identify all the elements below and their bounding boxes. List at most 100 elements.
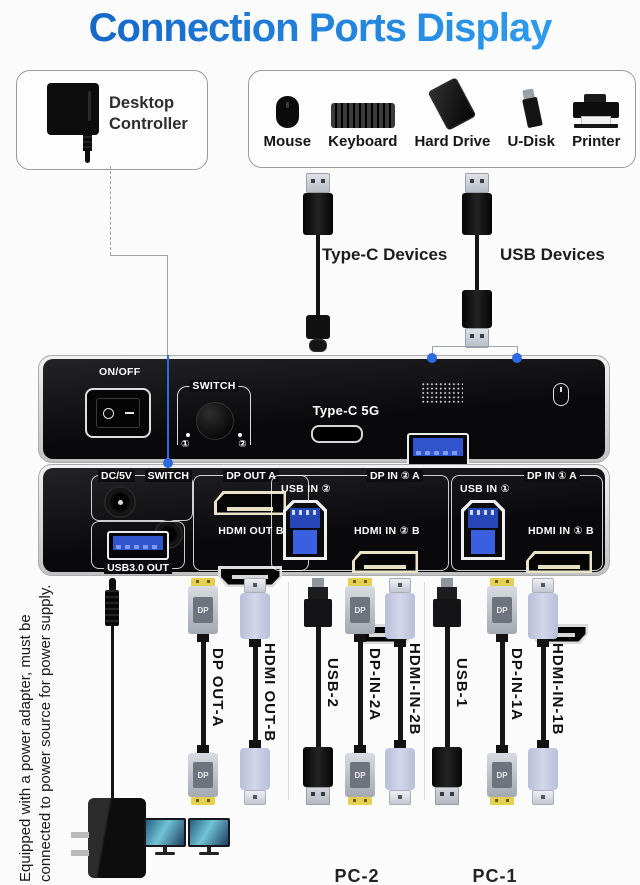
peripheral-keyboard: Keyboard <box>328 88 397 150</box>
back-panel: DC/5V SWITCH USB3.0 OUT DP OUT A HDMI OU… <box>38 464 610 644</box>
hdmi-plug-body <box>240 593 270 639</box>
hdmi-in-1b-label: HDMI IN ① B <box>528 525 594 537</box>
mouse-label: Mouse <box>263 133 312 150</box>
cable-label-hdmi-out-b: HDMI OUT-B <box>261 643 278 743</box>
dc-plug-tip-icon <box>108 578 116 590</box>
usb-a-plug-icon <box>306 173 330 193</box>
usb-b-plug-tip-icon <box>312 578 324 587</box>
hdmi-plug-body <box>385 748 415 790</box>
cable-divider <box>424 582 425 800</box>
page-title: Connection Ports Display <box>0 6 640 51</box>
usb-b-plug-body <box>433 599 461 627</box>
indicator-dot-2 <box>238 433 242 437</box>
dp-plug-body: DP <box>487 586 517 634</box>
hdmi-plug-body <box>385 593 415 639</box>
keyboard-label: Keyboard <box>328 133 398 150</box>
cable-usb-2 <box>300 578 336 805</box>
usb-a-plug-body <box>432 747 462 787</box>
switch-label: SWITCH <box>189 380 239 392</box>
dp-plug-body: DP <box>188 753 218 797</box>
switch-button[interactable] <box>196 402 234 440</box>
dp-plug-tip-icon <box>191 578 215 586</box>
dp-plug-body: DP <box>188 586 218 634</box>
usb3-out-port[interactable] <box>107 531 169 560</box>
dc-power-jack[interactable] <box>104 486 136 518</box>
usb-port-dot-left <box>427 353 437 363</box>
power-cable <box>102 578 122 802</box>
dp-in-1a-port[interactable] <box>526 551 592 573</box>
dp-in-2a-port[interactable] <box>352 551 418 573</box>
dp-plug-body: DP <box>345 586 375 634</box>
usb-b-plug-body <box>304 599 332 627</box>
dp-out-a-port[interactable] <box>214 491 286 515</box>
usb-a-plug-icon <box>465 328 489 348</box>
usb-a-plug-icon <box>465 173 489 193</box>
hdmi-out-b-label: HDMI OUT B <box>218 525 284 537</box>
cable-hdmi-in-2b <box>382 578 418 805</box>
cable-divider <box>288 582 289 800</box>
type-c-port[interactable] <box>311 425 363 443</box>
type-c-devices-label: Type-C Devices <box>322 245 448 264</box>
hdmi-plug-body <box>528 593 558 639</box>
dp-out-a-label: DP OUT A <box>223 470 279 482</box>
monitor-icon <box>188 818 230 855</box>
usb-b-plug-tip-icon <box>441 578 453 587</box>
usb-in-1-label: USB IN ① <box>460 483 510 495</box>
type-c-plug-icon <box>309 339 327 352</box>
controller-plug-tip-icon <box>85 151 90 163</box>
mouse-port-icon <box>553 383 569 406</box>
type-c-cable <box>303 173 333 352</box>
hard-drive-label: Hard Drive <box>414 133 491 150</box>
usb-a-plug-body <box>303 747 333 787</box>
dp-badge: DP <box>350 762 370 788</box>
controller-line-vertical <box>110 166 111 255</box>
hdmi-plug-tip-icon <box>389 790 411 805</box>
peripheral-printer: Printer <box>572 88 620 150</box>
cable-wire <box>316 235 320 315</box>
power-switch-group: DC/5V SWITCH <box>91 470 193 549</box>
peripherals-box: Mouse Keyboard Hard Drive U-Disk Printer <box>248 70 636 168</box>
switch-num-1: ① <box>181 439 190 450</box>
controller-line-horizontal <box>110 255 168 256</box>
usb-in-1-port[interactable] <box>461 500 505 560</box>
indicator-dot-1 <box>186 433 190 437</box>
dp-badge: DP <box>193 762 213 788</box>
dp-plug-body: DP <box>345 753 375 797</box>
hdmi-plug-tip-icon <box>532 578 554 593</box>
pc-2-label: PC-2 <box>334 866 380 885</box>
cable-hdmi-in-1b <box>525 578 561 805</box>
usb-bracket-left <box>432 346 433 357</box>
usb-a-plug-body <box>462 193 492 235</box>
pc-1-label: PC-1 <box>472 866 518 885</box>
power-note-line1: Equipped with a power adapter, must be <box>17 614 34 882</box>
monitor-icon <box>144 818 186 855</box>
dp-plug-tip-icon <box>348 797 372 805</box>
desktop-controller-icon <box>47 83 99 135</box>
controller-line-blue <box>167 355 169 460</box>
usb-in-2-port[interactable] <box>283 500 327 560</box>
hdmi-in-2b-label: HDMI IN ② B <box>354 525 420 537</box>
switch-jack-label: SWITCH <box>144 470 192 482</box>
controller-plug-icon <box>83 133 92 151</box>
power-note-line2: connected to power source for power supp… <box>37 584 54 882</box>
dp-plug-tip-icon <box>348 578 372 586</box>
usb-b-plug-neck <box>308 587 328 599</box>
type-c-plug-body <box>306 315 330 339</box>
u-disk-icon <box>520 88 543 129</box>
switch-num-2: ② <box>238 439 247 450</box>
cable-dp-out-a: DP DP <box>185 578 221 805</box>
front-panel: ON/OFF SWITCH ① ② Type-C 5G <box>38 355 610 507</box>
usb-a-plug-tip-icon <box>306 787 330 805</box>
printer-icon <box>573 94 620 128</box>
peripheral-mouse: Mouse <box>263 88 312 150</box>
power-rocker-switch[interactable] <box>85 388 151 438</box>
cable-dp-in-2a: DP DP <box>342 578 378 805</box>
cable-dp-in-1a: DP DP <box>484 578 520 805</box>
dp-plug-tip-icon <box>490 797 514 805</box>
power-adapter-icon <box>71 798 146 878</box>
dp-in-1a-label: DP IN ① A <box>524 470 580 482</box>
usb-out-group: USB3.0 OUT <box>91 521 185 574</box>
dc-plug-body <box>105 590 119 626</box>
hdmi-plug-tip-icon <box>244 578 266 593</box>
